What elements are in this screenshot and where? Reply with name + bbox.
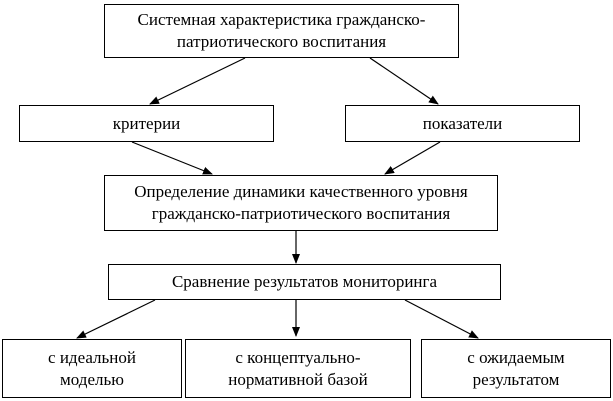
ideal-model-box: с идеальной моделью — [2, 339, 182, 398]
indicators-box-label: показатели — [422, 113, 503, 133]
criteria-box: критерии — [19, 105, 274, 142]
arrow-top-to-indicators — [369, 57, 439, 105]
indicators-box: показатели — [345, 105, 580, 142]
top-box: Системная характеристика гражданско- пат… — [104, 4, 459, 58]
dynamics-box: Определение динамики качественного уровн… — [104, 175, 498, 231]
comparison-box-label: Сравнение результатов мониторинга — [171, 272, 438, 291]
expected-result-box: с ожидаемым результатом — [421, 339, 611, 398]
ideal-model-box-label: с идеальной моделью — [48, 347, 136, 389]
dynamics-box-label: Определение динамики качественного уровн… — [134, 182, 468, 223]
arrow-indicators-to-dynamics — [384, 141, 441, 175]
comparison-box: Сравнение результатов мониторинга — [108, 264, 501, 300]
arrow-top-to-criteria — [149, 57, 246, 105]
arrow-criteria-to-dynamics — [131, 141, 213, 175]
expected-result-box-label: с ожидаемым результатом — [467, 347, 565, 389]
criteria-box-label: критерии — [112, 113, 181, 133]
arrow-comparison-to-expected — [404, 299, 479, 339]
normative-base-box: с концептуально- нормативной базой — [185, 339, 411, 398]
arrow-comparison-to-ideal — [76, 299, 156, 339]
top-box-label: Системная характеристика гражданско- пат… — [137, 10, 426, 51]
normative-base-box-label: с концептуально- нормативной базой — [228, 347, 368, 389]
